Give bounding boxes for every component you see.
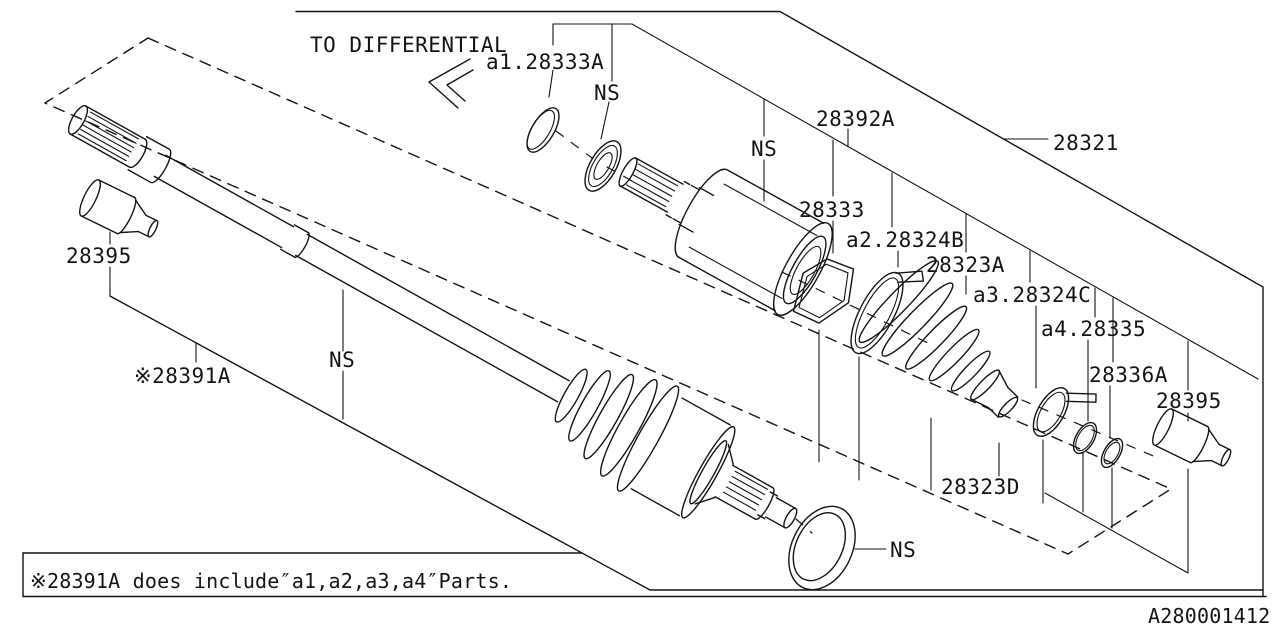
- part-label-28323A: 28323A: [926, 253, 1005, 277]
- to-differential-label: TO DIFFERENTIAL: [310, 33, 507, 57]
- protector-cap-right: [1152, 408, 1232, 467]
- labels: TO DIFFERENTIAL a1.28333A NS 28392A 2832…: [30, 33, 1270, 628]
- snap-ring-small: [1100, 437, 1124, 469]
- part-label-a3-28324C: a3.28324C: [973, 283, 1091, 307]
- part-label-28395-right: 28395: [1156, 389, 1222, 413]
- solid-plate-outline: [109, 10, 1264, 597]
- boot-band-large: [850, 270, 925, 355]
- sheet-frame: [22, 552, 1267, 598]
- part-label-28391A: ※28391A: [134, 364, 231, 388]
- inner-joint-housing: [618, 157, 833, 316]
- dust-seal-ring: [788, 505, 856, 591]
- part-label-ns-shaft: NS: [329, 348, 355, 372]
- hex-circlip: [792, 258, 855, 324]
- protector-cap-left: [79, 179, 159, 238]
- part-label-28321: 28321: [1053, 131, 1119, 155]
- part-label-ns-top: NS: [594, 81, 620, 105]
- part-label-a1-28333A: a1.28333A: [486, 50, 604, 74]
- snap-ring: [526, 107, 560, 153]
- outer-joint: [630, 397, 798, 529]
- clamp-ring: [1072, 421, 1098, 455]
- part-label-28336A: 28336A: [1089, 363, 1168, 387]
- part-label-28323D: 28323D: [941, 475, 1020, 499]
- diagram-id-stamp: A280001412: [1148, 604, 1270, 628]
- inner-boot: [858, 259, 1019, 418]
- footnote: ※28391A does include″a1,a2,a3,a4″Parts.: [30, 569, 512, 593]
- part-label-28395-left: 28395: [66, 244, 132, 268]
- part-label-a2-28324B: a2.28324B: [846, 228, 964, 252]
- part-label-ns-ring: NS: [890, 538, 916, 562]
- dashed-plate-outline: [44, 37, 1172, 555]
- to-differential-arrow-icon: [428, 58, 474, 109]
- outer-boot: [554, 368, 680, 492]
- part-label-ns-inner: NS: [751, 137, 777, 161]
- part-label-a4-28335: a4.28335: [1041, 317, 1146, 341]
- part-label-28392A: 28392A: [816, 107, 895, 131]
- leader-lines: [109, 23, 1259, 574]
- oil-seal: [584, 140, 622, 192]
- axle-shaft: [67, 105, 798, 529]
- part-label-28333: 28333: [799, 198, 865, 222]
- boot-band-small: [1032, 387, 1097, 437]
